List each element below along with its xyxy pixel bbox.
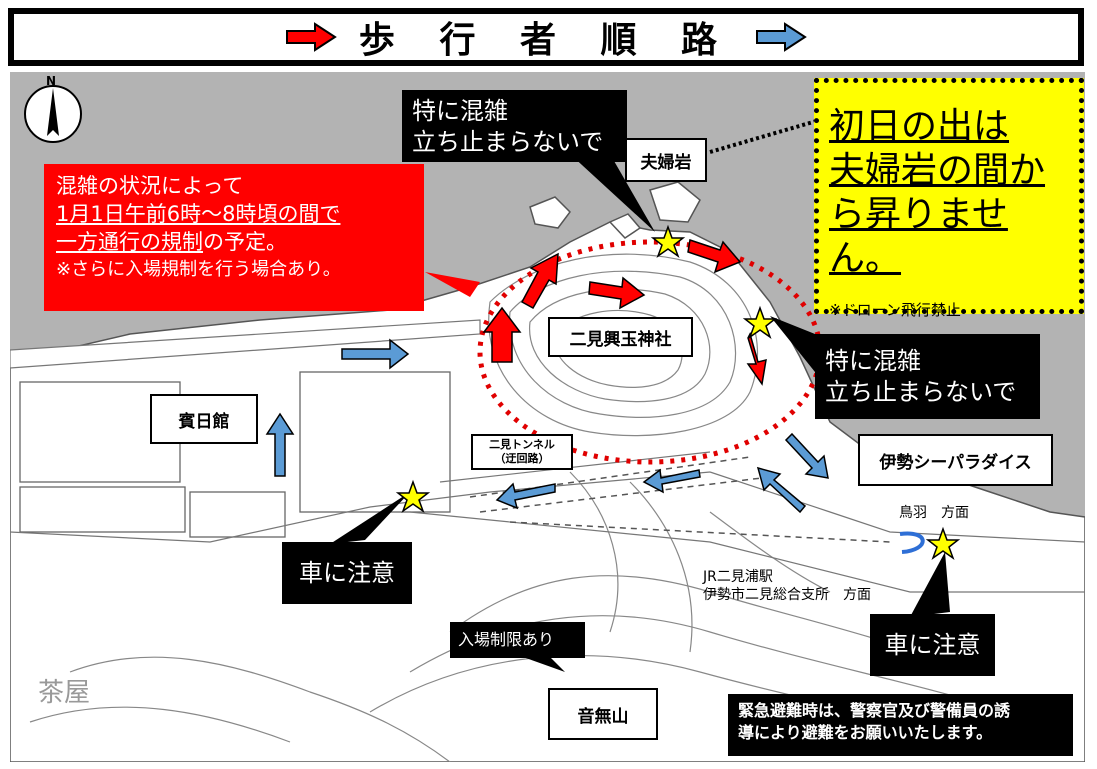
star-icon: [742, 305, 778, 339]
label-hinkan: 賓日館: [150, 394, 258, 444]
callout-pointer: [570, 154, 655, 232]
blue-arrow-icon: [756, 22, 807, 52]
road-curve-mark: [899, 531, 925, 554]
crowded-callout-right: 特に混雑 立ち止まらないで: [815, 334, 1040, 419]
label-chaya: 茶屋: [38, 678, 91, 708]
notice-emphasis: 一方通行の規制: [56, 230, 203, 254]
stars: [395, 224, 961, 560]
callout-pointer: [425, 272, 480, 297]
notice-line: 混雑の状況によって: [56, 174, 244, 198]
callout-pointer: [330, 492, 410, 544]
callout-line: 特に混雑: [825, 347, 921, 375]
notice-line: 夫婦岩の間か: [829, 150, 1046, 191]
callout-line: 立ち止まらないで: [412, 128, 604, 156]
blue-arrow-icon: [642, 468, 701, 494]
notice-one-way: 混雑の状況によって 1月1日午前6時～8時頃の間で 一方通行の規制の予定。 ※さ…: [44, 164, 424, 311]
page-title: 歩 行 者 順 路: [358, 20, 734, 61]
label-jr-station: JR二見浦駅 伊勢市二見総合支所 方面: [703, 568, 871, 604]
compass-label: N: [46, 74, 57, 88]
map-area: N 混雑の状況によって 1月1日午前6時～8時頃の間で 一方通行の規制の予定。 …: [10, 72, 1085, 762]
blue-arrow-icon: [784, 432, 829, 479]
notice-line: 1月1日午前6時～8時頃の間で: [56, 202, 341, 226]
callout-line: 立ち止まらないで: [825, 378, 1017, 406]
roads: [10, 451, 1085, 593]
red-arrow-icon: [285, 22, 337, 52]
rock-island: [608, 213, 642, 239]
emergency-line: 緊急避難時は、警察官及び警備員の誘: [738, 701, 1011, 720]
label-ise-sea-paradise: 伊勢シーパラダイス: [858, 434, 1053, 486]
car-caution-left: 車に注意: [282, 542, 412, 604]
entry-limit-callout: 入場制限あり: [450, 622, 585, 658]
notice-sunrise: 初日の出は 夫婦岩の間か ら昇りません。 ※ドローン飛行禁止: [814, 78, 1084, 319]
blue-arrow-icon: [341, 338, 410, 370]
label-tunnel: 二見トンネル （迂回路）: [471, 434, 573, 470]
label-otonashi-yama: 音無山: [548, 688, 658, 740]
notice-line: 一方通行の規制の予定。: [56, 228, 412, 256]
blue-arrow-icon: [495, 482, 556, 510]
blue-arrow-icon: [756, 466, 807, 514]
tunnel-note: （迂回路）: [494, 452, 550, 465]
tunnel-route: [479, 476, 771, 513]
red-arrow-icon: [687, 239, 742, 274]
blue-arrow-icon: [265, 412, 295, 477]
red-arrow-icon: [588, 276, 646, 310]
red-arrow-icon: [520, 252, 559, 310]
notice-line: 初日の出は: [829, 106, 1010, 147]
blue-arrows: [265, 338, 829, 514]
rock-island: [649, 181, 701, 223]
callout-line: 特に混雑: [412, 97, 508, 125]
rock-island: [529, 196, 571, 229]
notice-line: ら昇りません。: [829, 194, 1008, 279]
emergency-notice: 緊急避難時は、警察官及び警備員の誘 導により避難をお願いいたします。: [728, 694, 1073, 756]
compass-icon: [24, 85, 82, 143]
page-header: 歩 行 者 順 路: [8, 8, 1084, 66]
tunnel-name: 二見トンネル: [489, 438, 555, 451]
car-caution-right: 車に注意: [870, 614, 995, 676]
map-base: [10, 85, 1085, 762]
notice-text: の予定。: [203, 230, 287, 254]
label-toba-direction: 鳥羽 方面: [899, 505, 969, 521]
callout-pointer: [709, 118, 821, 154]
drone-notice: ※ドローン飛行禁止: [829, 301, 961, 319]
station-direction: 伊勢市二見総合支所 方面: [703, 587, 871, 603]
emergency-line: 導により避難をお願いいたします。: [738, 723, 993, 742]
label-meoto-iwa: 夫婦岩: [625, 138, 707, 182]
star-icon: [650, 224, 686, 258]
tunnel-route: [469, 456, 751, 498]
tunnel-route: [509, 521, 891, 543]
red-arrow-icon: [482, 306, 522, 363]
notice-line: ※さらに入場規制を行う場合あり。: [56, 259, 341, 280]
callout-pointer: [770, 316, 815, 372]
red-arrow-icon: [746, 331, 767, 386]
red-arrows: [482, 239, 767, 386]
crowded-callout-top: 特に混雑 立ち止まらないで: [402, 90, 627, 162]
star-icon: [925, 526, 961, 560]
station-name: JR二見浦駅: [703, 569, 773, 585]
label-shrine: 二見興玉神社: [548, 317, 693, 357]
star-icon: [395, 479, 431, 513]
callout-pointer: [910, 552, 950, 617]
